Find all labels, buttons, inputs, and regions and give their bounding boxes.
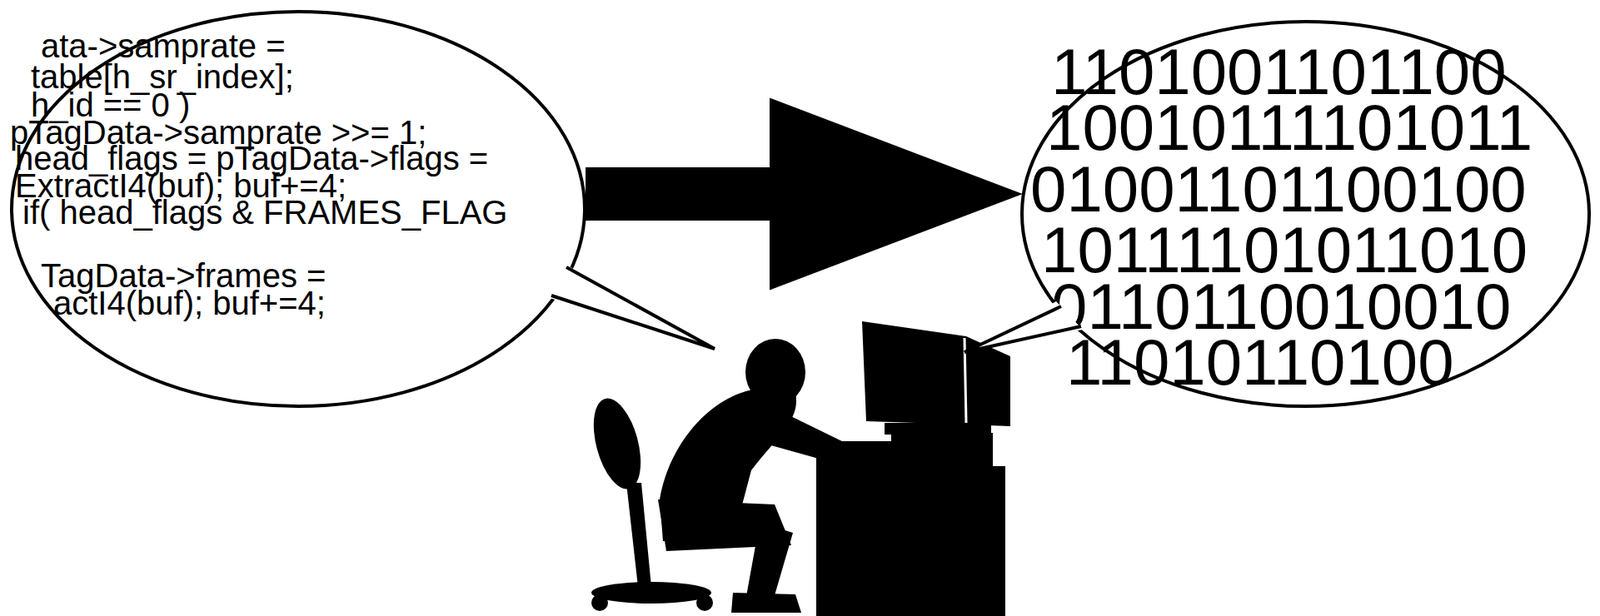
chair-wheel xyxy=(696,594,713,612)
bubble-ellipse xyxy=(1021,21,1590,407)
binary-line: 11010110100 xyxy=(1066,328,1455,396)
chair-back xyxy=(584,393,649,494)
code-line: if( head_flags & FRAMES_FLAG xyxy=(22,195,508,230)
lower-leg xyxy=(745,523,793,602)
bubble-ellipse xyxy=(11,11,585,407)
speech-tail xyxy=(551,267,715,349)
monitor xyxy=(862,321,1011,427)
chair-post xyxy=(626,483,652,588)
binary-speech-bubble: 1101001101100100101111010110100110110010… xyxy=(1020,19,1591,409)
computer-silhouette xyxy=(816,321,1011,616)
speech-tail-fill xyxy=(549,263,715,349)
speech-tail xyxy=(964,306,1082,353)
binary-line: 10010111101011 xyxy=(1046,94,1533,161)
person-silhouette xyxy=(584,338,846,614)
code-line: ata->samprate = xyxy=(40,29,286,63)
binary-line: 01001101100100 xyxy=(1030,155,1527,223)
chair-wheel xyxy=(591,594,609,612)
desk xyxy=(816,433,1006,616)
chair-base xyxy=(591,582,712,604)
block-arrow xyxy=(586,99,1021,290)
code-line: actI4(buf); buf+=4; xyxy=(53,286,326,320)
foot xyxy=(731,593,802,614)
code-speech-bubble: ata->samprate =table[h_sr_index];h_id ==… xyxy=(9,9,587,409)
monitor-stand xyxy=(884,423,992,435)
